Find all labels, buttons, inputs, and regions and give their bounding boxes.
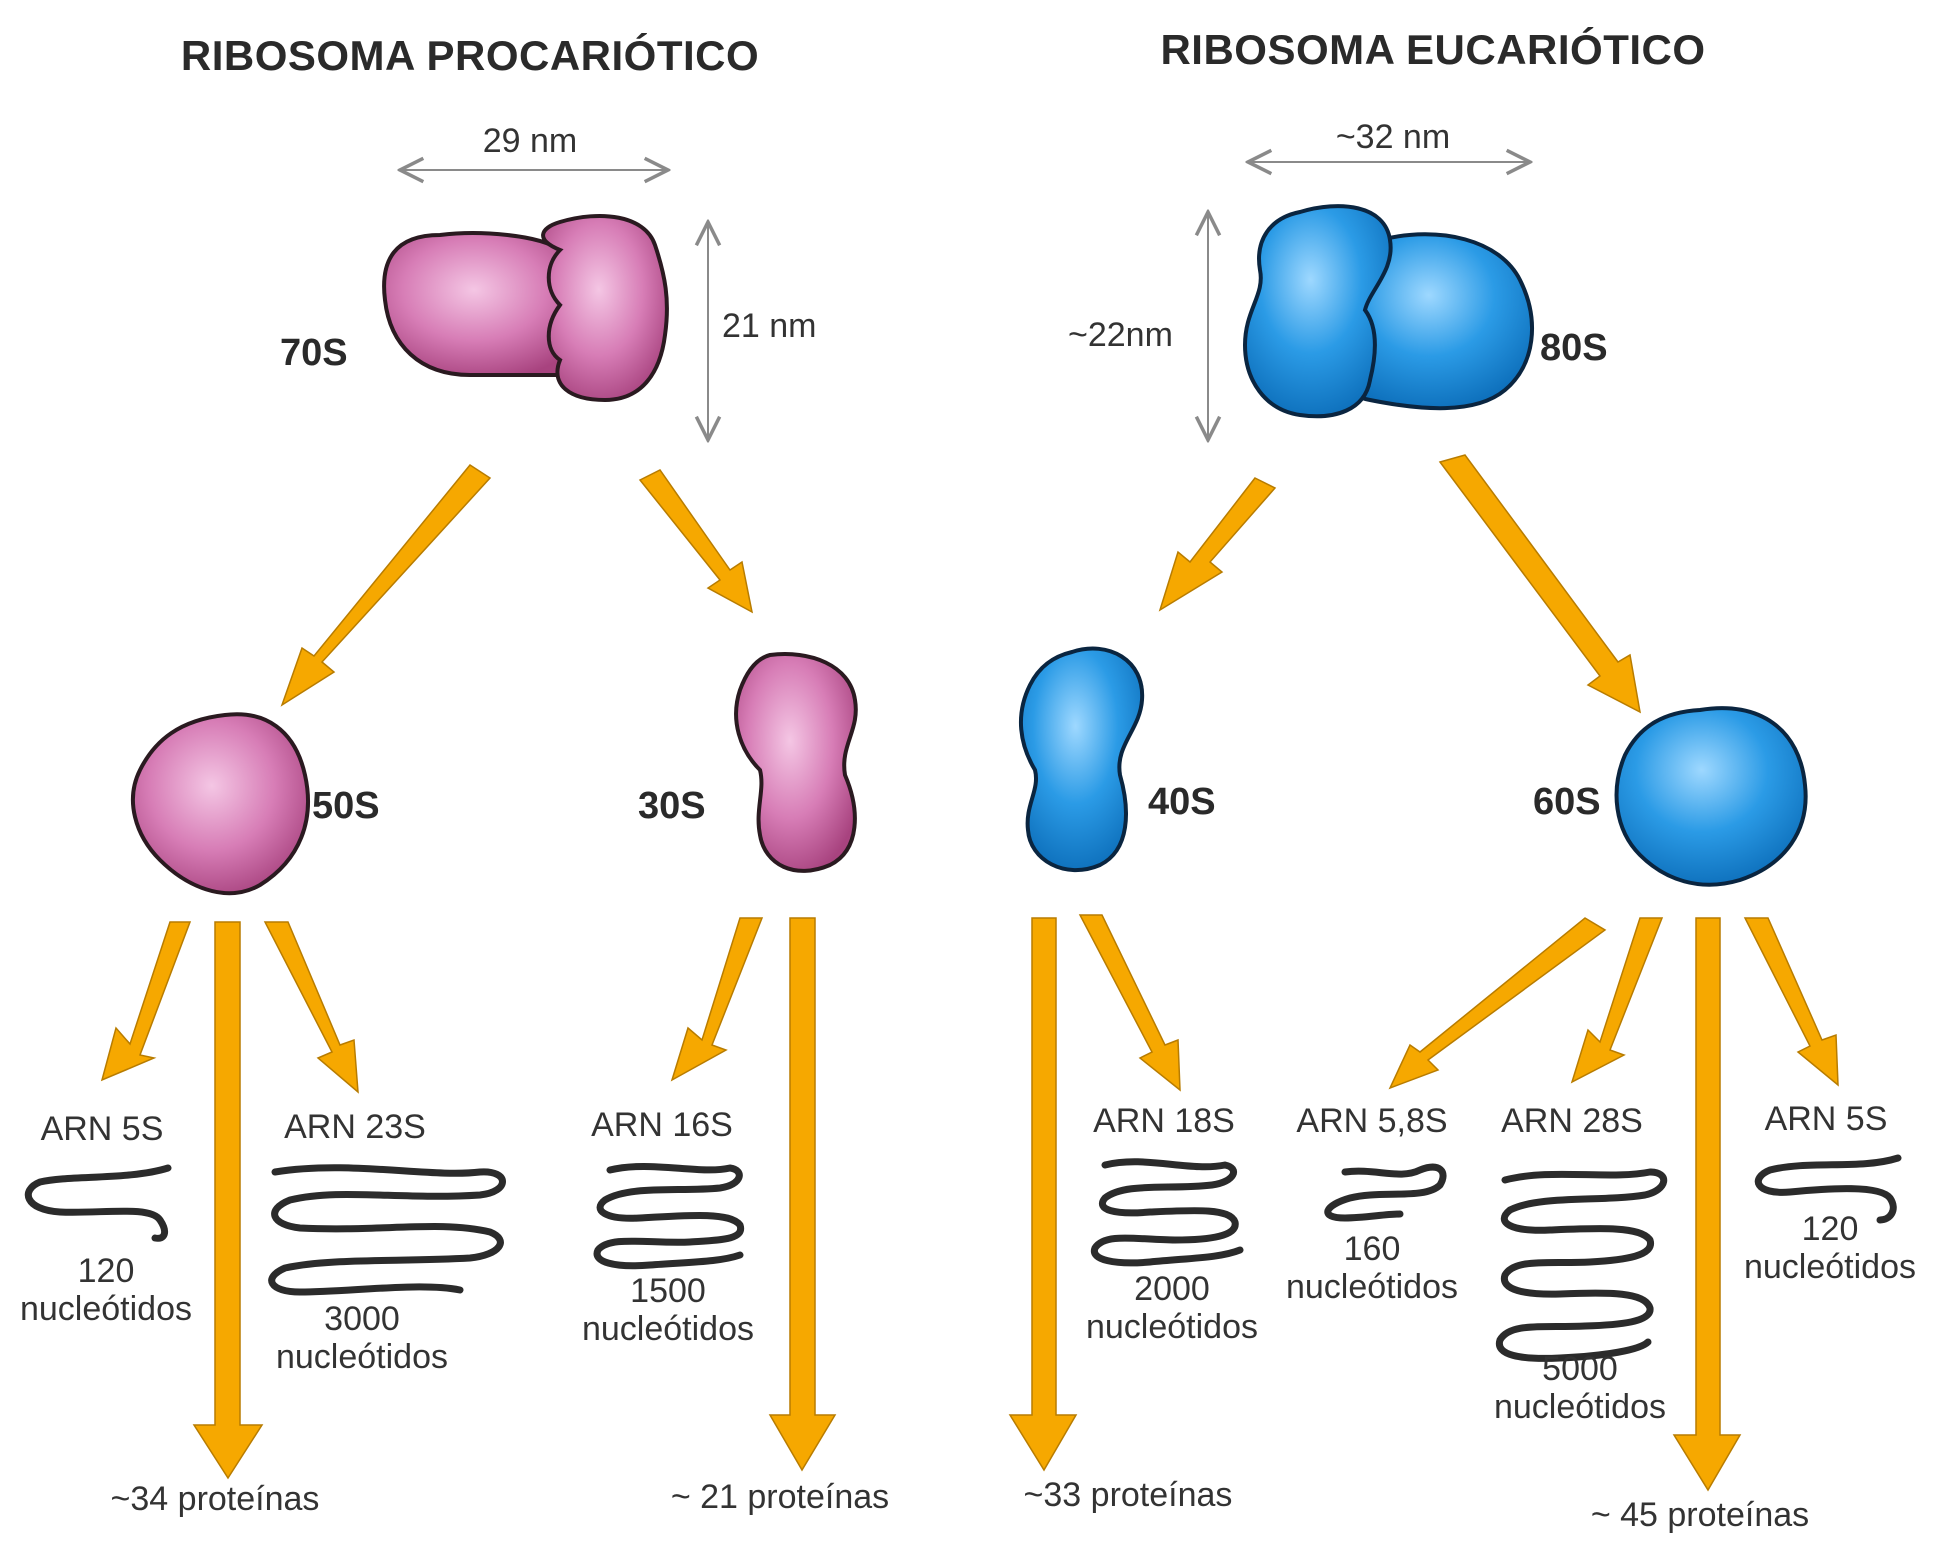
- label-40s: 40S: [1148, 781, 1216, 823]
- rna-58s-name-euk: ARN 5,8S: [1296, 1102, 1447, 1140]
- label-70s: 70S: [280, 332, 348, 374]
- label-60s: 60S: [1533, 781, 1601, 823]
- label-50s: 50S: [312, 785, 380, 827]
- rna-23s-unit-prok: nucleótidos: [276, 1338, 448, 1376]
- rna-18s-count-euk: 2000: [1134, 1270, 1210, 1308]
- arrow-60s-to-28s: [1570, 917, 1664, 1084]
- rna-5s-name-euk: ARN 5S: [1765, 1100, 1888, 1138]
- arrow-50s-to-23s: [263, 921, 359, 1094]
- rna-23s-name-prok: ARN 23S: [284, 1108, 426, 1146]
- arrow-30s-to-proteins: [768, 917, 837, 1472]
- rna-18s-name-euk: ARN 18S: [1093, 1102, 1235, 1140]
- height-label-euk: ~22nm: [1068, 316, 1173, 354]
- arrow-80s-to-60s: [1438, 454, 1642, 714]
- rna-23s-count-prok: 3000: [324, 1300, 400, 1338]
- rna-16s-strand-prok: [593, 1162, 745, 1270]
- proteins-50s: ~34 proteínas: [111, 1480, 320, 1518]
- proteins-60s: ~ 45 proteínas: [1591, 1496, 1809, 1534]
- subunit-60s: [1614, 706, 1808, 887]
- rna-5s-unit-prok: nucleótidos: [20, 1290, 192, 1328]
- subunit-40s: [1018, 646, 1145, 872]
- eukaryote-title: RIBOSOMA EUCARIÓTICO: [1160, 25, 1705, 73]
- rna-5s-strand-prok: [25, 1164, 172, 1242]
- rna-28s-count-euk: 5000: [1542, 1350, 1618, 1388]
- subunit-50s: [131, 712, 310, 896]
- arrow-30s-to-16s: [670, 917, 764, 1082]
- arrow-70s-to-50s: [280, 464, 492, 707]
- arrow-40s-to-18s: [1078, 914, 1181, 1092]
- subunit-30s: [734, 652, 858, 873]
- rna-18s-unit-euk: nucleótidos: [1086, 1308, 1258, 1346]
- arrow-60s-to-5s: [1743, 917, 1839, 1087]
- proteins-40s: ~33 proteínas: [1024, 1476, 1233, 1514]
- label-30s: 30S: [638, 785, 706, 827]
- rna-5s-count-prok: 120: [78, 1252, 135, 1290]
- width-label-prok: 29 nm: [483, 122, 578, 160]
- rna-28s-name-euk: ARN 28S: [1501, 1102, 1643, 1140]
- rna-58s-count-euk: 160: [1344, 1230, 1401, 1268]
- rna-58s-unit-euk: nucleótidos: [1286, 1268, 1458, 1306]
- rna-58s-strand-euk: [1324, 1163, 1447, 1222]
- arrow-70s-to-30s: [638, 469, 754, 614]
- rna-28s-strand-euk: [1495, 1168, 1668, 1362]
- ribosome-80s: [1242, 204, 1534, 419]
- rna-5s-name-prok: ARN 5S: [41, 1110, 164, 1148]
- rna-5s-strand-euk: [1755, 1154, 1902, 1224]
- arrow-50s-to-5s: [100, 921, 192, 1082]
- rna-16s-count-prok: 1500: [630, 1272, 706, 1310]
- arrow-40s-to-proteins: [1008, 917, 1078, 1472]
- label-80s: 80S: [1540, 327, 1608, 369]
- rna-16s-name-prok: ARN 16S: [591, 1106, 733, 1144]
- width-label-euk: ~32 nm: [1336, 118, 1450, 156]
- prokaryote-title: RIBOSOMA PROCARIÓTICO: [181, 31, 759, 79]
- arrow-60s-to-58s: [1388, 917, 1607, 1090]
- rna-5s-unit-euk: nucleótidos: [1744, 1248, 1916, 1286]
- rna-18s-strand-euk: [1090, 1158, 1244, 1267]
- rna-5s-count-euk: 120: [1802, 1210, 1859, 1248]
- arrow-60s-to-proteins: [1672, 917, 1742, 1492]
- proteins-30s: ~ 21 proteínas: [671, 1478, 889, 1516]
- arrow-50s-to-proteins: [192, 921, 264, 1480]
- rna-23s-strand-prok: [268, 1164, 506, 1296]
- rna-28s-unit-euk: nucleótidos: [1494, 1388, 1666, 1426]
- rna-16s-unit-prok: nucleótidos: [582, 1310, 754, 1348]
- ribosome-70s: [382, 214, 669, 403]
- height-label-prok: 21 nm: [722, 307, 817, 345]
- arrow-80s-to-40s: [1158, 477, 1277, 612]
